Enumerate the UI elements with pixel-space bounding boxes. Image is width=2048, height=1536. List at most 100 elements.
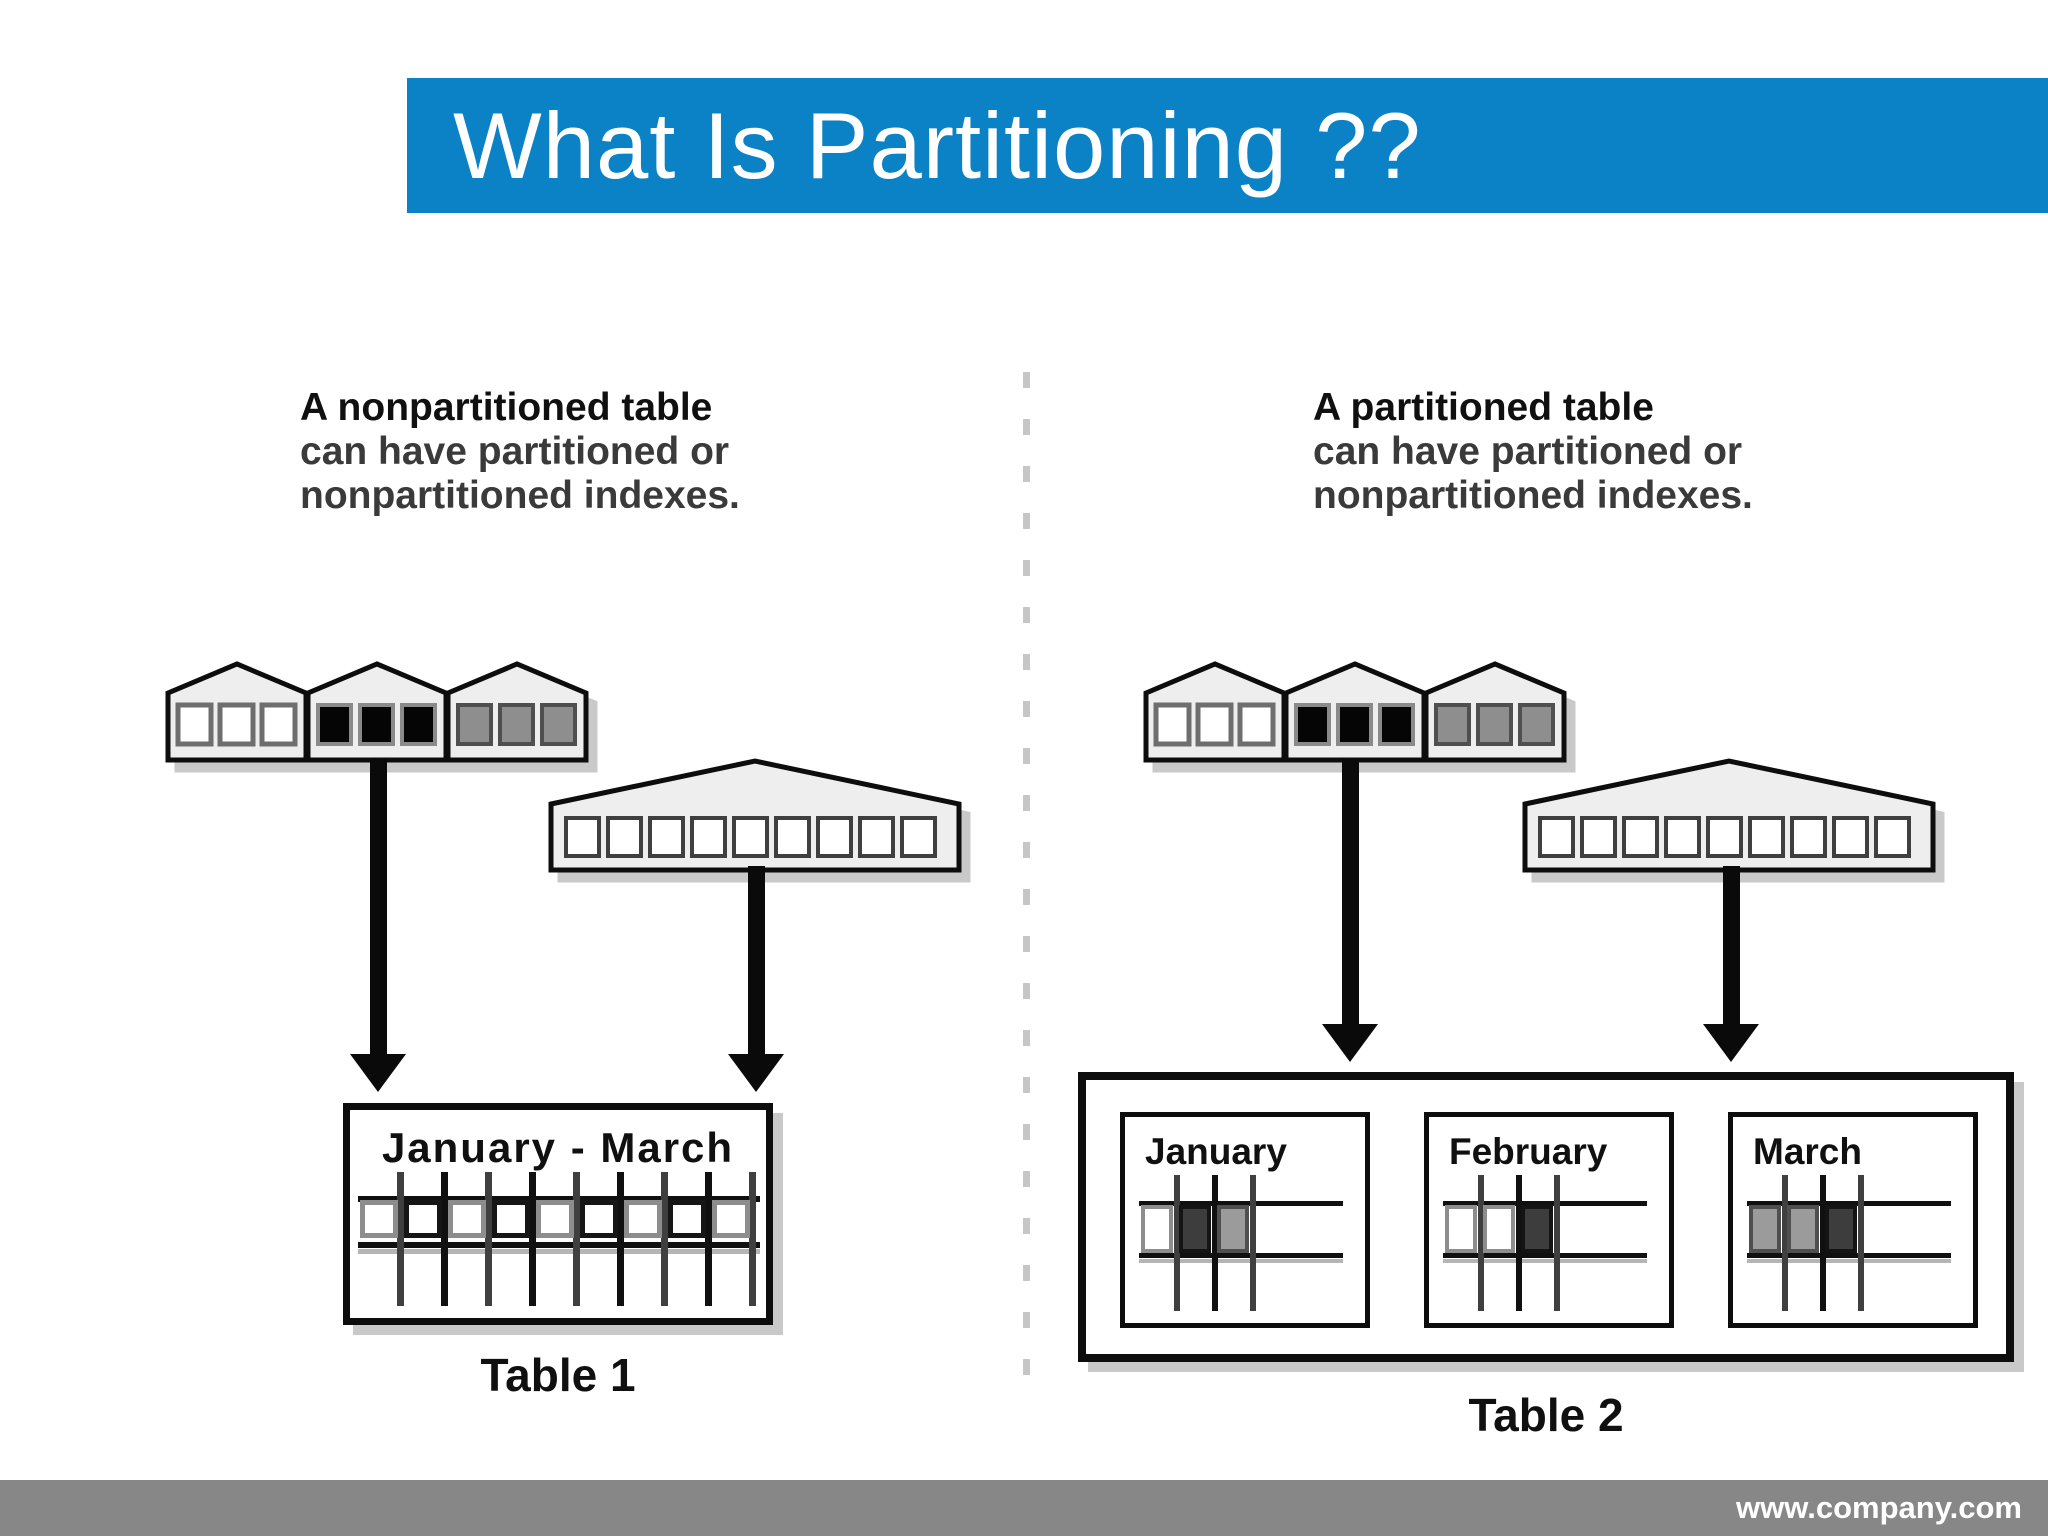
table-row-line xyxy=(1747,1253,1951,1258)
right-partitioned-index-houses xyxy=(1143,660,1573,766)
table-row-line xyxy=(358,1242,760,1248)
table-column-line xyxy=(1250,1175,1256,1311)
down-arrowhead-icon xyxy=(728,1054,784,1092)
footer-bar: www.company.com xyxy=(0,1480,2048,1536)
window-square xyxy=(1706,816,1743,858)
partition-entry-square xyxy=(1141,1205,1173,1253)
left-partitioned-index-houses xyxy=(165,660,595,766)
window-square xyxy=(498,703,535,746)
partition-box-february: February xyxy=(1424,1112,1674,1328)
window-square xyxy=(1378,703,1415,746)
left-nonpartitioned-index-house xyxy=(548,756,962,874)
window-square xyxy=(540,703,577,746)
footer-url: www.company.com xyxy=(1736,1490,2022,1525)
table-column-line xyxy=(1212,1175,1218,1311)
partition-entry-square xyxy=(1521,1205,1553,1253)
partition-box-march: March xyxy=(1728,1112,1978,1328)
partition-label: January xyxy=(1145,1131,1287,1172)
partition-entry-square xyxy=(1483,1205,1515,1253)
table-column-line xyxy=(1782,1175,1788,1311)
window-square xyxy=(1790,816,1827,858)
partition-entry-square xyxy=(1217,1205,1249,1253)
window-square xyxy=(1237,702,1276,747)
index-entry-square xyxy=(624,1200,662,1238)
small-house-icon xyxy=(1423,661,1567,763)
partition-entry-square xyxy=(1825,1205,1857,1253)
table-row-line xyxy=(1139,1253,1343,1258)
window-square xyxy=(564,816,601,858)
table-row-line xyxy=(1747,1201,1951,1206)
table-column-line xyxy=(1478,1175,1484,1311)
dashed-divider-line xyxy=(1023,372,1030,1384)
table-row-shadow-line xyxy=(1747,1259,1951,1263)
table-row-shadow-line xyxy=(358,1249,760,1254)
caption-line: A partitioned table xyxy=(1313,386,1654,429)
window-square xyxy=(1538,816,1575,858)
window-square xyxy=(1622,816,1659,858)
window-square xyxy=(1434,703,1471,746)
partition-label: March xyxy=(1753,1131,1862,1172)
window-square xyxy=(1748,816,1785,858)
index-entry-square xyxy=(492,1200,530,1238)
window-square xyxy=(648,816,685,858)
index-entry-square xyxy=(448,1200,486,1238)
partition-row-grid xyxy=(1747,1175,1957,1315)
window-square xyxy=(690,816,727,858)
table-row-line xyxy=(1139,1201,1343,1206)
index-entry-square xyxy=(536,1200,574,1238)
window-square xyxy=(900,816,937,858)
partition-entry-square xyxy=(1787,1205,1819,1253)
partition-row-grid xyxy=(1443,1175,1653,1315)
window-square xyxy=(816,816,853,858)
window-square xyxy=(774,816,811,858)
window-square xyxy=(1580,816,1617,858)
window-square xyxy=(1476,703,1513,746)
index-entry-square xyxy=(668,1200,706,1238)
small-house-icon xyxy=(165,661,309,763)
table-column-line xyxy=(1516,1175,1522,1311)
caption-line: nonpartitioned indexes. xyxy=(300,474,740,517)
down-arrowhead-icon xyxy=(1703,1024,1759,1062)
table-column-line xyxy=(661,1172,668,1306)
index-entry-square xyxy=(580,1200,618,1238)
table-column-line xyxy=(441,1172,448,1306)
table-column-line xyxy=(749,1172,756,1306)
table-column-line xyxy=(1858,1175,1864,1311)
partition-entry-square xyxy=(1445,1205,1477,1253)
table-1-title: January - March xyxy=(381,1124,735,1171)
partition-entry-square xyxy=(1749,1205,1781,1253)
small-house-icon xyxy=(1283,661,1427,763)
table-2-box: January February March xyxy=(1078,1072,2014,1362)
window-square xyxy=(217,702,256,747)
index-entry-square xyxy=(360,1200,398,1238)
table-column-line xyxy=(573,1172,580,1306)
window-square xyxy=(1294,703,1331,746)
table-column-line xyxy=(705,1172,712,1306)
window-square xyxy=(1832,816,1869,858)
window-square xyxy=(456,703,493,746)
window-square xyxy=(858,816,895,858)
page-title: What Is Partitioning ?? xyxy=(453,93,1422,198)
index-entry-square xyxy=(404,1200,442,1238)
partition-box-january: January xyxy=(1120,1112,1370,1328)
partition-label: February xyxy=(1449,1131,1608,1172)
partition-entry-square xyxy=(1179,1205,1211,1253)
table-1-label: Table 1 xyxy=(480,1349,636,1401)
left-caption: A nonpartitioned table can have partitio… xyxy=(300,386,860,518)
window-square xyxy=(1874,816,1911,858)
right-caption: A partitioned table can have partitioned… xyxy=(1313,386,1873,518)
window-square xyxy=(358,703,395,746)
title-bar: What Is Partitioning ?? xyxy=(407,78,2048,213)
window-square xyxy=(1336,703,1373,746)
table-row-shadow-line xyxy=(1443,1259,1647,1263)
down-arrow-shaft xyxy=(370,758,387,1054)
table-row-shadow-line xyxy=(1139,1259,1343,1263)
window-square xyxy=(1664,816,1701,858)
window-square xyxy=(316,703,353,746)
table-1-box: January - March xyxy=(343,1103,773,1325)
window-square xyxy=(1518,703,1555,746)
table-column-line xyxy=(1174,1175,1180,1311)
window-square xyxy=(606,816,643,858)
right-nonpartitioned-index-house xyxy=(1522,756,1936,874)
